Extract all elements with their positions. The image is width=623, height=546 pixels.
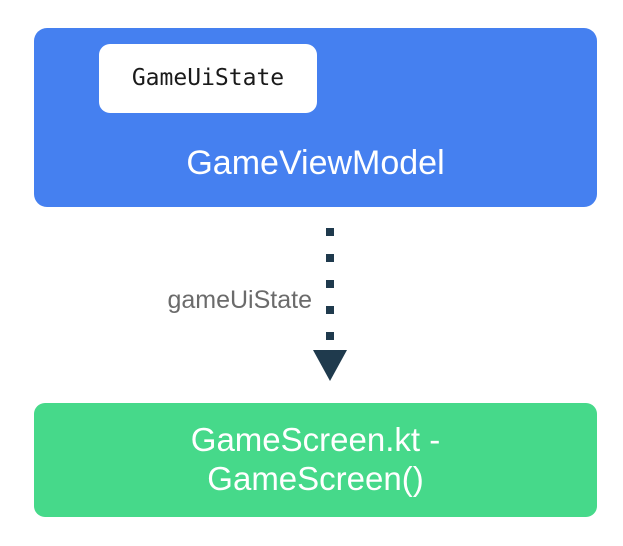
connector-dot-icon-5	[326, 332, 334, 340]
arrow-down-icon	[313, 350, 347, 381]
node-game-screen-label-line-1: GameScreen.kt -	[190, 421, 441, 459]
connector-dot-icon-4	[326, 306, 334, 314]
connector-label: gameUiState	[167, 286, 312, 314]
node-game-view-model[interactable]: GameUiState GameViewModel	[34, 28, 597, 207]
connector-dot-icon-2	[326, 254, 334, 262]
connector-dotted-arrow	[310, 222, 350, 387]
node-game-view-model-label: GameViewModel	[186, 143, 445, 182]
connector-dot-icon-1	[326, 228, 334, 236]
state-chip-game-ui-state[interactable]: GameUiState	[99, 44, 317, 113]
state-chip-label: GameUiState	[131, 65, 285, 91]
node-game-screen-label-line-2: GameScreen()	[207, 460, 424, 497]
connector-dot-icon-3	[326, 280, 334, 288]
node-game-screen[interactable]: GameScreen.kt - GameScreen()	[34, 403, 597, 517]
